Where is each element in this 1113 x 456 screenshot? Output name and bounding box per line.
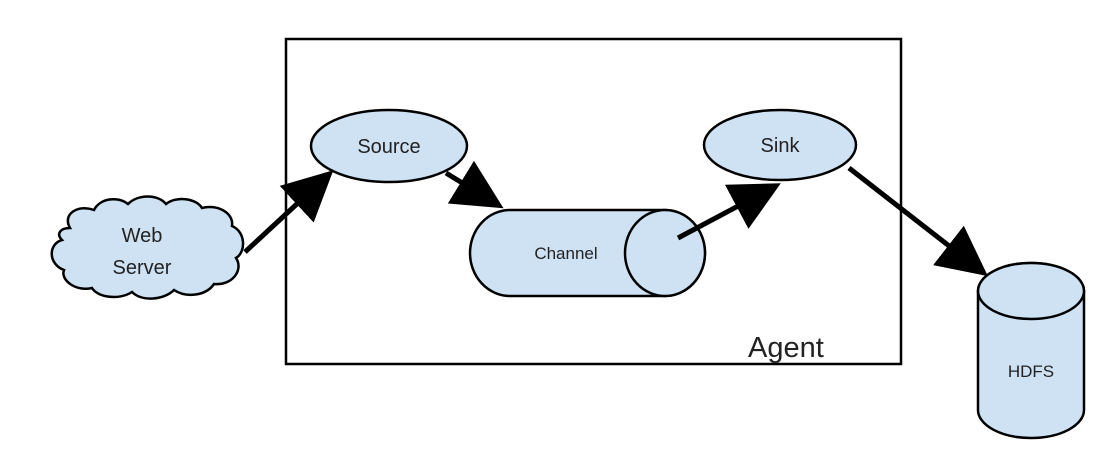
web-server-node: Web Server — [50, 195, 245, 300]
agent-label: Agent — [748, 332, 824, 364]
channel-label: Channel — [534, 244, 597, 263]
cloud-icon — [50, 195, 245, 300]
agent-box: Agent — [284, 37, 903, 366]
source-label: Source — [357, 136, 420, 158]
hdfs-node: HDFS — [976, 261, 1086, 440]
arrow-source-to-channel — [444, 160, 504, 209]
sink-node: Sink — [702, 108, 858, 182]
source-node: Source — [309, 108, 469, 184]
arrows — [243, 160, 988, 277]
arrow-channel-to-sink — [676, 183, 781, 241]
channel-node: Channel — [468, 208, 707, 298]
web-server-label-line2: Server — [113, 257, 172, 279]
web-server-label-line1: Web — [122, 225, 163, 247]
arrow-sink-to-hdfs — [847, 166, 988, 277]
hdfs-label: HDFS — [1008, 362, 1054, 381]
arrow-webserver-to-source — [243, 170, 334, 254]
sink-label: Sink — [761, 135, 801, 157]
